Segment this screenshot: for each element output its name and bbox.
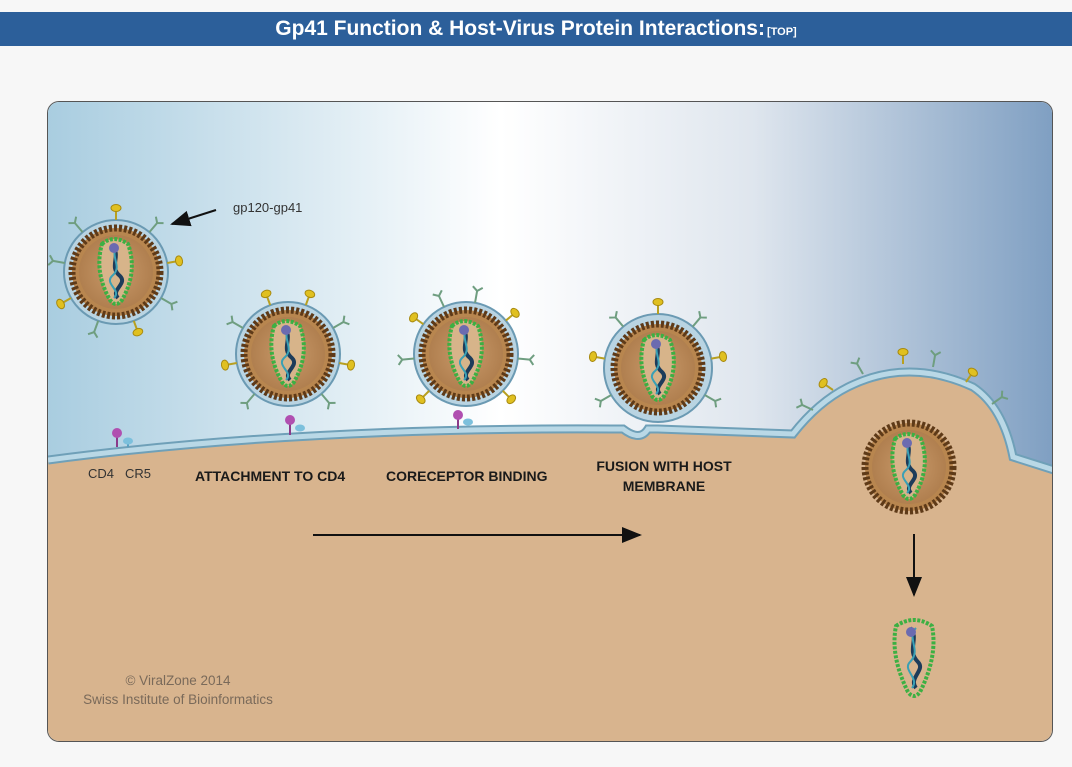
coreceptor-label: CORECEPTOR BINDING: [386, 468, 548, 484]
attaching-virion: [219, 287, 357, 411]
internalized-capsid: [865, 423, 953, 511]
host-cell-cytoplasm: [48, 372, 1052, 741]
fusion-label-line2: MEMBRANE: [623, 478, 705, 494]
top-link[interactable]: [TOP]: [766, 26, 797, 38]
attachment-label: ATTACHMENT TO CD4: [195, 468, 345, 484]
hiv-fusion-diagram: gp120-gp41: [47, 101, 1053, 742]
coreceptor-virion: [396, 285, 536, 407]
cd4-label: CD4: [88, 466, 114, 481]
gp120-pointer-arrow: [170, 209, 217, 227]
cd4-bound-receptor: [285, 415, 305, 435]
free-virion: [48, 203, 185, 339]
section-title: Gp41 Function & Host-Virus Protein Inter…: [275, 17, 765, 40]
cd4-receptor: [112, 428, 122, 447]
coreceptor-bound-receptor: [453, 410, 473, 429]
credit-line2: Swiss Institute of Bioinformatics: [83, 692, 273, 707]
credit-line1: © ViralZone 2014: [125, 673, 231, 688]
fusing-virion: [587, 297, 729, 423]
cr5-label: CR5: [125, 466, 151, 481]
fusion-label-line1: FUSION WITH HOST: [596, 458, 732, 474]
uncoated-genome: [892, 618, 936, 698]
gp120-gp41-label: gp120-gp41: [233, 200, 302, 215]
section-header: Gp41 Function & Host-Virus Protein Inter…: [0, 12, 1072, 46]
cr5-receptor: [123, 437, 133, 447]
